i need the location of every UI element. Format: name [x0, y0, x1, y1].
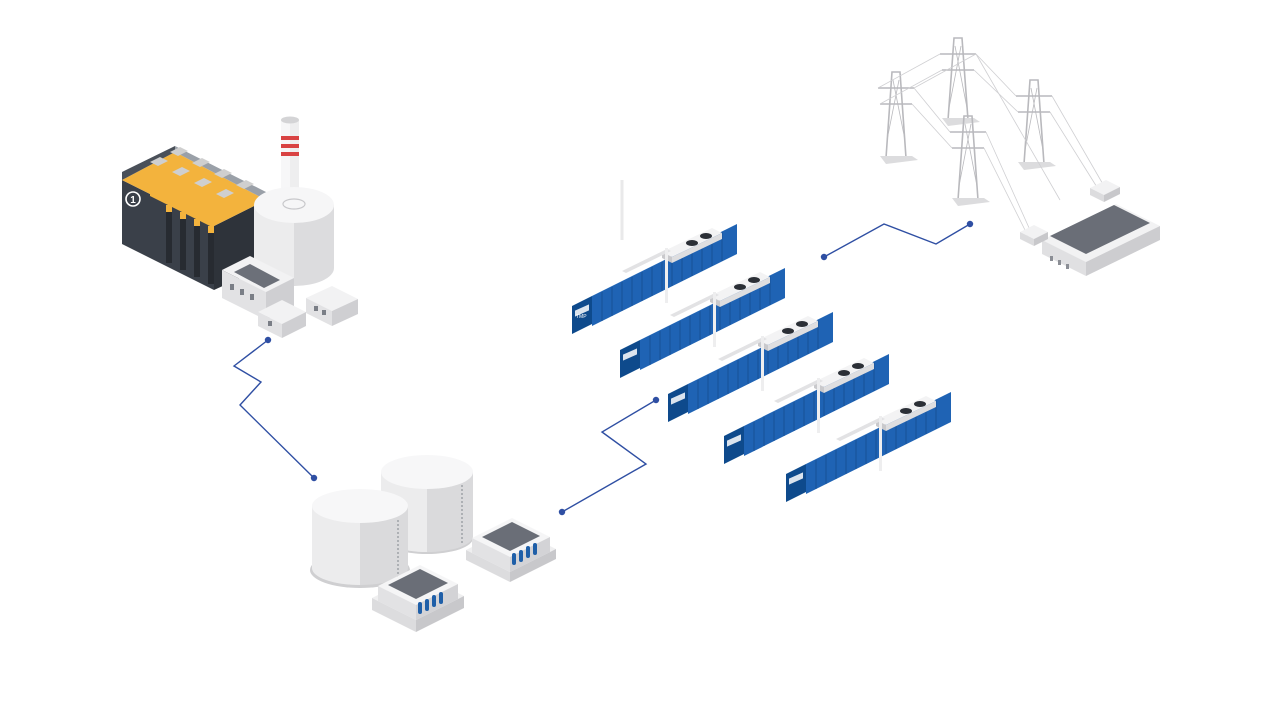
connection-lines: [232, 223, 971, 513]
link-dot: [558, 508, 566, 516]
link-dot: [264, 336, 272, 344]
power-plant-icon: 1: [122, 116, 358, 338]
link-dot: [820, 253, 828, 261]
substation-icon: [1020, 180, 1160, 276]
connection-dots: [264, 220, 974, 516]
link-tanks-to-generators: [561, 399, 657, 513]
pump-unit-icon: [372, 518, 556, 632]
link-dot: [966, 220, 974, 228]
generator-array: TMP: [571, 180, 952, 503]
link-generators-to-substation: [823, 223, 971, 258]
link-dot: [652, 396, 660, 404]
transmission-tower-icon: [877, 37, 1105, 237]
plant-number-label: 1: [130, 195, 136, 206]
link-dot: [310, 474, 318, 482]
generator-brand-label: TMP: [576, 314, 587, 320]
link-plant-to-tanks: [232, 339, 315, 479]
fuel-tank-icon: [310, 455, 473, 588]
plant-number-badge: [125, 191, 141, 207]
